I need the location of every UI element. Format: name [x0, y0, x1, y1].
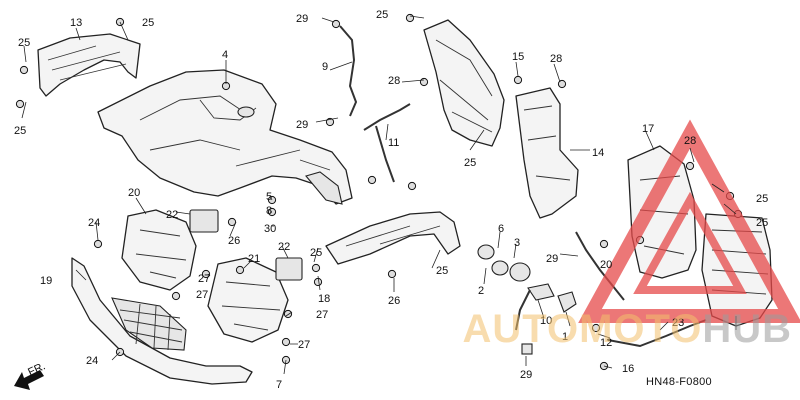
fastener-bolt [513, 75, 523, 85]
watermark-part-a: AUTOMOTO [462, 307, 703, 351]
watermark-text: AUTOMOTOHUB [462, 307, 792, 352]
callout-number: 7 [276, 379, 282, 391]
callout-number: 30 [264, 223, 276, 235]
callout-number: 28 [550, 53, 562, 65]
watermark-triangle [578, 119, 800, 323]
callout-number: 8 [266, 205, 272, 217]
fastener-bolt [201, 269, 211, 279]
fastener-bolt [387, 269, 397, 279]
callout-number: 29 [296, 119, 308, 131]
watermark-part-b: HUB [702, 307, 792, 351]
callout-number: 5 [266, 191, 272, 203]
callout-number: 9 [322, 61, 328, 73]
callout-number: 25 [436, 265, 448, 277]
callout-number: 12 [600, 337, 612, 349]
callout-number: 10 [540, 315, 552, 327]
grommet-parts [477, 244, 577, 355]
fastener-bolt [367, 175, 377, 185]
fastener-bolt [93, 239, 103, 249]
fastener-bolt [281, 337, 291, 347]
part-14-inner-fender [515, 87, 579, 219]
callout-number: 25 [756, 193, 768, 205]
callout-number: 21 [248, 253, 260, 265]
callout-number: 1 [562, 331, 568, 343]
cable-parts [339, 25, 707, 348]
callout-number: 14 [592, 147, 604, 159]
front-direction-indicator: FR. [14, 360, 47, 390]
part-15-side-panel [423, 19, 505, 147]
fastener-bolt [419, 77, 429, 87]
fastener-bolt [313, 277, 323, 287]
callout-number: 25 [310, 247, 322, 259]
callout-number: 15 [512, 51, 524, 63]
callout-number: 25 [142, 17, 154, 29]
callout-number: 2 [478, 285, 484, 297]
callout-number: 25 [756, 217, 768, 229]
leader-lines [21, 15, 737, 375]
fastener-bolt [685, 161, 695, 171]
callout-number: 3 [514, 237, 520, 249]
callout-number: 17 [642, 123, 654, 135]
callout-number: 26 [388, 295, 400, 307]
callout-number: 25 [376, 9, 388, 21]
callout-number: 25 [464, 157, 476, 169]
fastener-bolt [331, 19, 341, 29]
callout-number: 4 [222, 49, 228, 61]
callout-number: 27 [198, 273, 210, 285]
fastener-bolt [19, 65, 29, 75]
callout-number: 29 [296, 13, 308, 25]
callout-number: 29 [546, 253, 558, 265]
fastener-bolt [557, 79, 567, 89]
callout-number: 6 [498, 223, 504, 235]
callout-number: 24 [88, 217, 100, 229]
callout-number: 23 [672, 317, 684, 329]
part-13-front-upper-cover [37, 33, 141, 97]
callout-number: 18 [318, 293, 330, 305]
part-22-headlight-unit [189, 209, 303, 281]
callout-number: 26 [228, 235, 240, 247]
part-16-lower-fender [325, 211, 461, 265]
fastener-bolt [591, 323, 601, 333]
callout-number: 20 [600, 259, 612, 271]
part-4-front-fender [97, 69, 353, 205]
callout-number: 19 [40, 275, 52, 287]
callout-number: 28 [684, 135, 696, 147]
callout-number: 22 [278, 241, 290, 253]
callout-number: 28 [388, 75, 400, 87]
callout-number: 16 [622, 363, 634, 375]
fr-label: FR. [26, 360, 47, 378]
fastener-bolt [405, 13, 415, 23]
fastener-bolt [325, 117, 335, 127]
callout-number: 29 [520, 369, 532, 381]
callout-number: 27 [316, 309, 328, 321]
callout-number: 25 [18, 37, 30, 49]
callout-number: 27 [298, 339, 310, 351]
part-19-front-bumper [71, 257, 253, 385]
fastener-bolt [311, 263, 321, 273]
part-21-headlight-case [207, 257, 289, 343]
part-20-headlight-case [121, 209, 197, 291]
diagram-code: HN48-F0800 [646, 376, 712, 388]
callout-number: 20 [128, 187, 140, 199]
fastener-bolt [171, 291, 181, 301]
fastener-bolt [235, 265, 245, 275]
callout-number: 13 [70, 17, 82, 29]
callout-number: 22 [166, 209, 178, 221]
fastener-bolt [15, 99, 25, 109]
fastener-bolt [599, 239, 609, 249]
callout-number: 25 [14, 125, 26, 137]
fastener-bolt [283, 309, 293, 319]
callout-number: 24 [86, 355, 98, 367]
callout-number: 27 [196, 289, 208, 301]
fastener-bolt [407, 181, 417, 191]
callout-number: 11 [388, 137, 399, 149]
